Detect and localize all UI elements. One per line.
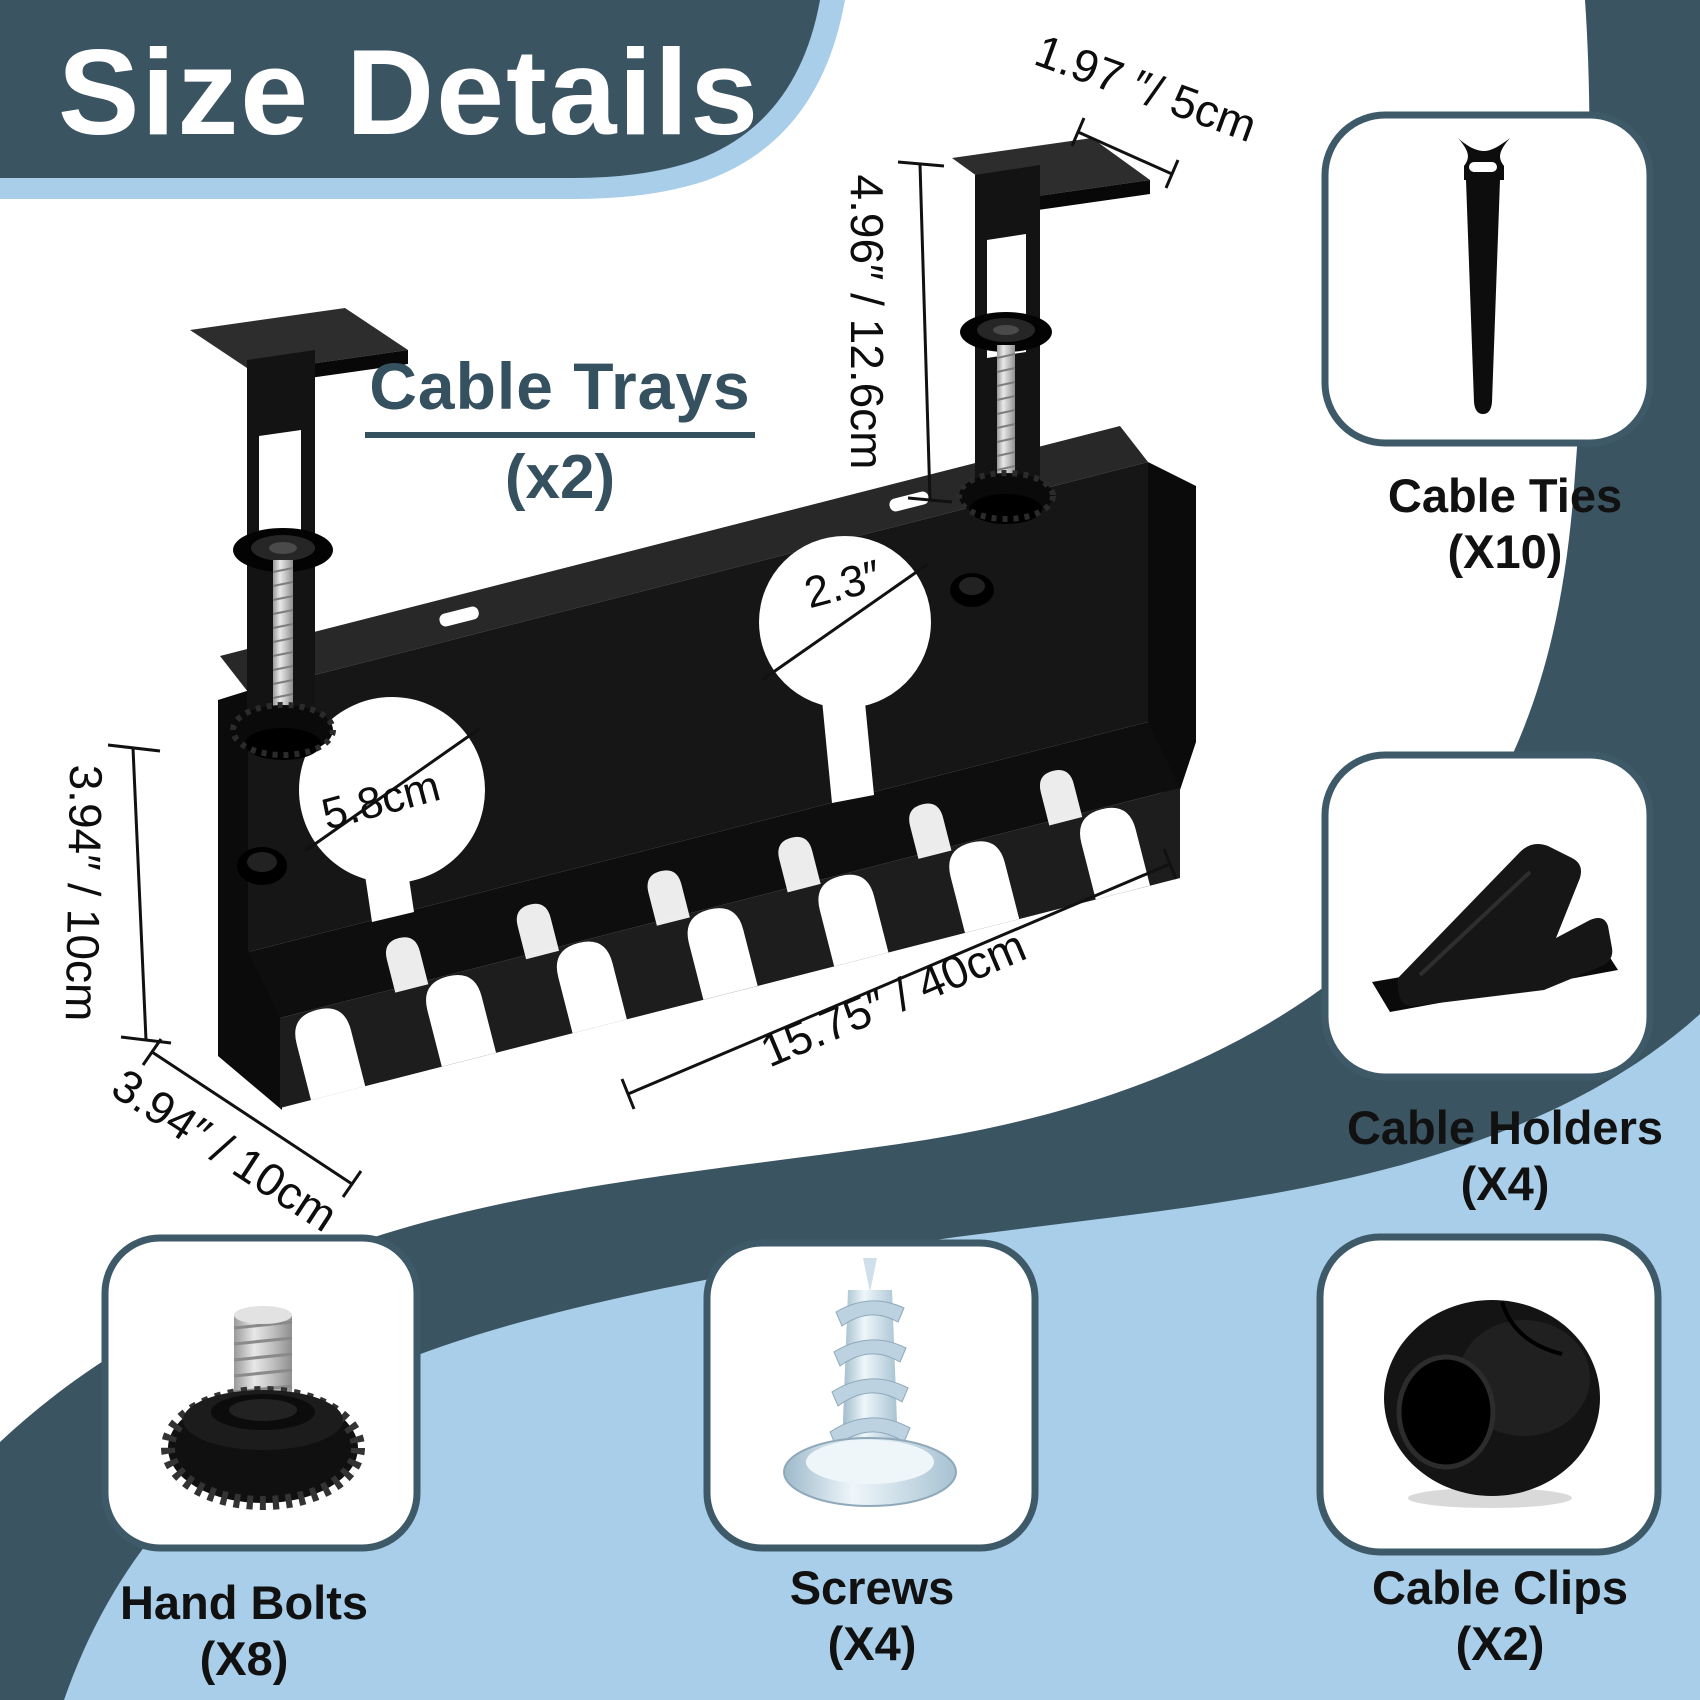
right-clamp xyxy=(952,138,1150,524)
product-heading-count: (x2) xyxy=(504,443,616,512)
cable-tray-illustration xyxy=(218,426,1196,1110)
cable-ties-name: Cable Ties xyxy=(1387,469,1623,522)
product-heading: Cable Trays (x2) xyxy=(330,348,790,513)
cable-ties-count: (X10) xyxy=(1447,525,1563,578)
cable-holders-label: Cable Holders (X4) xyxy=(1335,1100,1675,1212)
hand-bolt-icon xyxy=(161,1306,365,1510)
screws-name: Screws xyxy=(789,1561,955,1614)
title-banner xyxy=(0,0,820,178)
product-heading-text: Cable Trays xyxy=(365,348,755,438)
screws-label: Screws (X4) xyxy=(702,1560,1042,1672)
cable-tie-icon xyxy=(1458,138,1510,414)
cable-clips-count: (X2) xyxy=(1455,1617,1545,1670)
cable-holder-icon xyxy=(1372,844,1618,1012)
floor-slots xyxy=(385,770,1083,993)
cable-clips-label: Cable Clips (X2) xyxy=(1330,1560,1670,1672)
cable-clips-name: Cable Clips xyxy=(1372,1561,1628,1614)
cable-holders-count: (X4) xyxy=(1460,1157,1550,1210)
screws-count: (X4) xyxy=(827,1617,917,1670)
dimension-lines xyxy=(107,117,1180,1198)
cable-holders-name: Cable Holders xyxy=(1346,1101,1664,1154)
dim-clamp-height: 4.96″ / 12.6cm xyxy=(841,174,893,470)
screw-icon xyxy=(783,1258,957,1507)
hand-bolts-name: Hand Bolts xyxy=(119,1576,369,1629)
hand-bolts-label: Hand Bolts (X8) xyxy=(74,1575,414,1687)
cable-clip-icon xyxy=(1384,1300,1600,1508)
hand-bolts-count: (X8) xyxy=(199,1632,289,1685)
page-title: Size Details xyxy=(58,24,761,160)
dim-tray-height: 3.94″ / 10cm xyxy=(55,764,113,1022)
left-clamp xyxy=(190,308,408,760)
front-arches xyxy=(295,807,1151,1101)
cable-ties-label: Cable Ties (X10) xyxy=(1335,468,1675,580)
